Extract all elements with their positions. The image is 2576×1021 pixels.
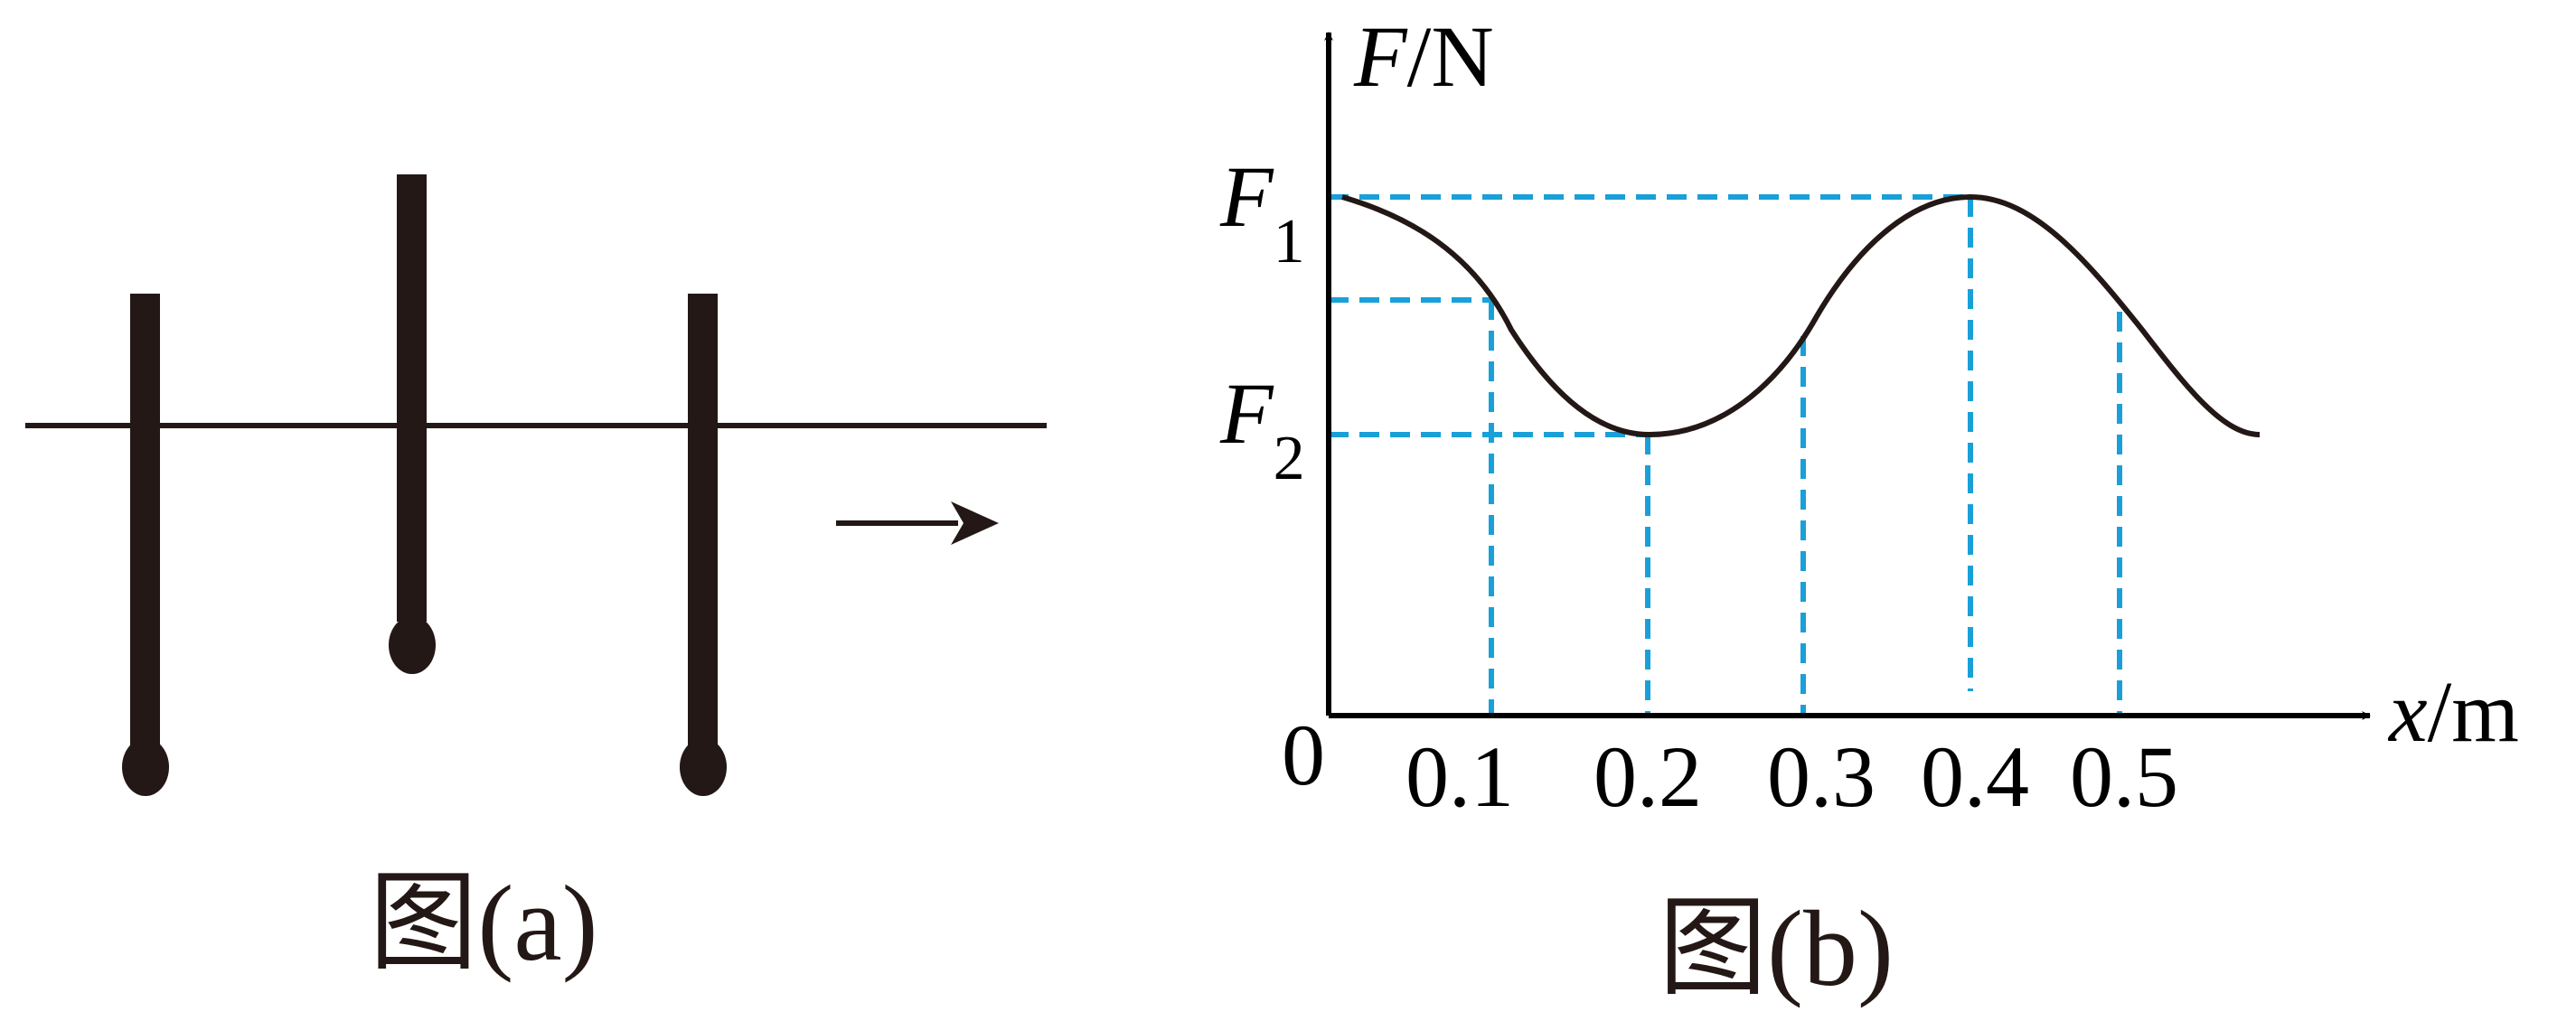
f1-main: F	[1219, 148, 1274, 245]
y-axis-unit: /N	[1407, 8, 1494, 105]
f2-sub: 2	[1274, 424, 1305, 493]
y-axis-var: F	[1353, 8, 1408, 105]
x-tick-0.1: 0.1	[1406, 728, 1514, 825]
pendulum-right	[680, 294, 727, 796]
pendulum-rod	[688, 294, 718, 745]
f1-sub: 1	[1274, 207, 1305, 276]
x-tick-0.3: 0.3	[1767, 728, 1876, 825]
y-axis-label: F/N	[1353, 8, 1494, 105]
force-curve	[1341, 193, 2261, 438]
motion-arrow	[836, 501, 999, 545]
pendulum-left	[122, 294, 169, 796]
f2-label: F2	[1219, 365, 1305, 493]
figure-b-caption: 图(b)	[1659, 888, 1894, 1008]
x-axis-unit: /m	[2428, 663, 2519, 760]
f1-label: F1	[1219, 148, 1305, 276]
pendulum-rod	[397, 174, 427, 622]
x-axis-label: x/m	[2387, 663, 2519, 760]
figure-a: 图(a)	[25, 174, 1047, 983]
x-axis-var: x	[2387, 663, 2428, 760]
figure-b: F/N x/m F1 F2 0 0.1 0.2 0.3 0.4 0.5 图(b)	[1219, 8, 2519, 1008]
pendulum-bob	[680, 738, 727, 796]
pendulum-middle	[389, 174, 436, 674]
x-tick-0.2: 0.2	[1594, 728, 1702, 825]
f2-main: F	[1219, 365, 1274, 462]
figure-a-caption: 图(a)	[369, 863, 597, 983]
x-tick-0.5: 0.5	[2070, 728, 2178, 825]
pendulum-bob	[122, 738, 169, 796]
pendulum-bob	[389, 616, 436, 674]
origin-label: 0	[1282, 707, 1325, 803]
x-tick-0.4: 0.4	[1921, 728, 2029, 825]
pendulum-rod	[130, 294, 160, 745]
guide-lines	[1329, 194, 2122, 716]
